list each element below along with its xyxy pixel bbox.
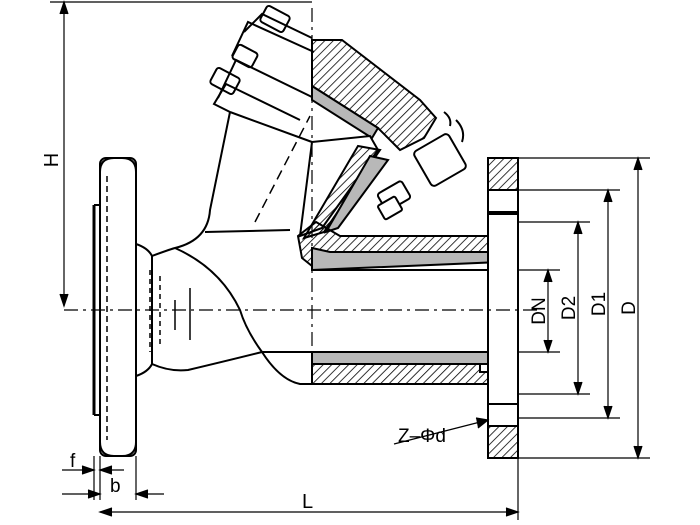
dimension-labels: H DN D2 D1 D Z–Φd f b L — [41, 153, 640, 513]
label-f: f — [70, 451, 76, 472]
body-section — [296, 213, 519, 411]
left-flange — [92, 157, 137, 457]
label-b: b — [110, 476, 121, 497]
bonnet-section — [298, 39, 467, 240]
label-dn: DN — [529, 297, 550, 324]
label-d2: D2 — [559, 296, 580, 320]
bonnet-exterior — [204, 5, 315, 233]
label-d1: D1 — [589, 292, 610, 316]
valve-body-left — [135, 111, 312, 385]
label-h: H — [41, 153, 63, 167]
label-l: L — [302, 491, 313, 513]
center-lines — [64, 8, 540, 384]
label-z-phi-d: Z–Φd — [398, 426, 446, 447]
dimension-lines — [50, 0, 650, 520]
right-flange — [487, 157, 519, 459]
label-d: D — [619, 301, 640, 315]
